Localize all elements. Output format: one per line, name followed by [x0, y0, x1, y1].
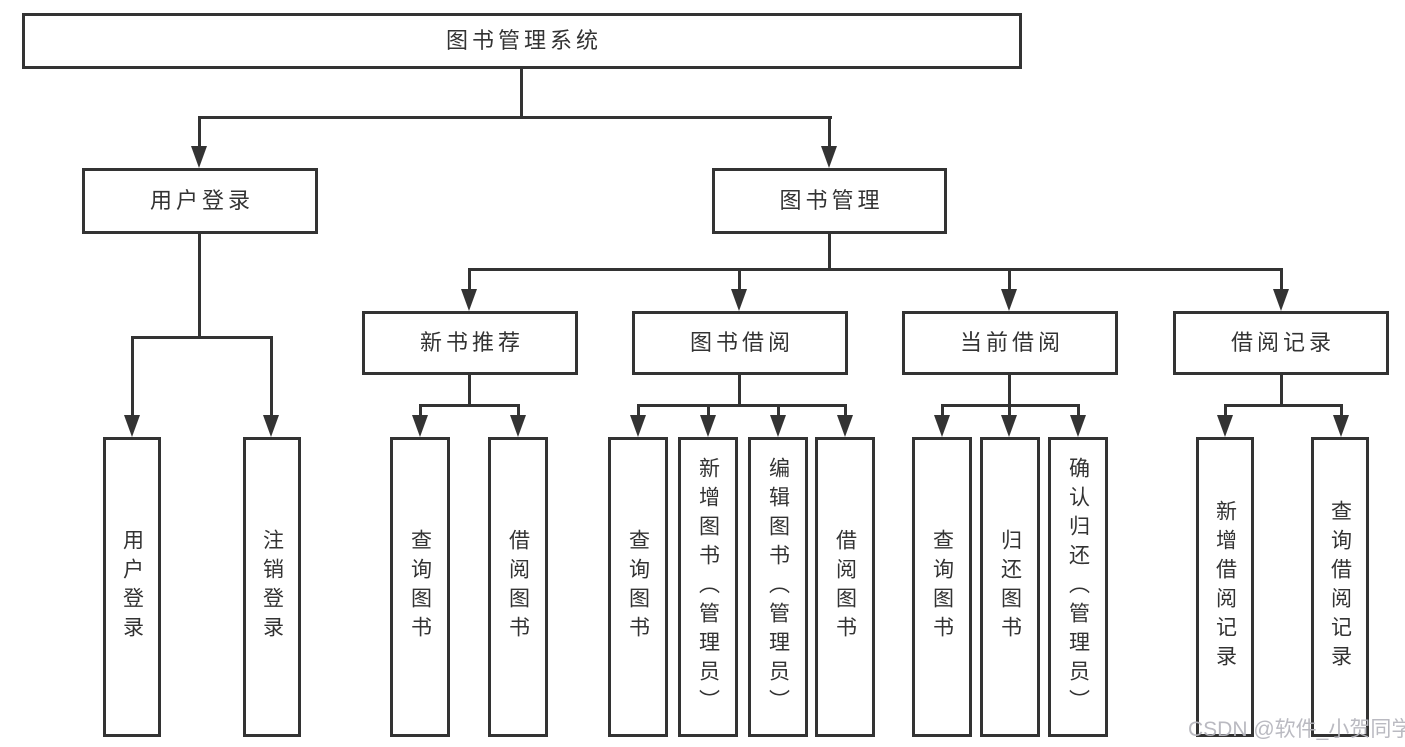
connector-line — [1224, 404, 1343, 407]
node-new-book-recommend-label: 新书推荐 — [419, 330, 524, 355]
connector-line — [468, 375, 471, 406]
leaf-edit-book-admin-label: 编辑图书（管理员） — [766, 456, 790, 718]
leaf-borrow-book-label: 借阅图书 — [833, 529, 857, 645]
leaf-logout: 注销登录 — [243, 437, 301, 737]
node-user-login-label: 用户登录 — [149, 188, 254, 213]
node-new-book-recommend: 新书推荐 — [362, 311, 578, 375]
leaf-query-book-current: 查询图书 — [912, 437, 972, 737]
leaf-confirm-return-admin-label: 确认归还（管理员） — [1066, 456, 1090, 718]
leaf-add-borrow-record-label: 新增借阅记录 — [1213, 500, 1237, 674]
arrow-down-icon — [630, 415, 646, 437]
connector-line — [777, 404, 780, 417]
leaf-query-borrow-record-label: 查询借阅记录 — [1328, 500, 1352, 674]
leaf-add-book-admin: 新增图书（管理员） — [678, 437, 738, 737]
arrow-down-icon — [1070, 415, 1086, 437]
arrow-down-icon — [191, 146, 207, 168]
connector-line — [419, 404, 520, 407]
leaf-user-login: 用户登录 — [103, 437, 161, 737]
connector-line — [738, 375, 741, 406]
arrow-down-icon — [124, 415, 140, 437]
connector-line — [198, 116, 201, 148]
arrow-down-icon — [1273, 289, 1289, 311]
leaf-query-book-newbook-label: 查询图书 — [408, 529, 432, 645]
leaf-edit-book-admin: 编辑图书（管理员） — [748, 437, 808, 737]
connector-line — [1008, 268, 1011, 291]
node-borrow-record: 借阅记录 — [1173, 311, 1389, 375]
connector-line — [637, 404, 847, 407]
node-current-borrow: 当前借阅 — [902, 311, 1118, 375]
connector-line — [520, 69, 523, 118]
connector-line — [1224, 404, 1227, 417]
connector-line — [198, 234, 201, 336]
leaf-borrow-book: 借阅图书 — [815, 437, 875, 737]
node-book-borrow: 图书借阅 — [632, 311, 848, 375]
arrow-down-icon — [412, 415, 428, 437]
leaf-logout-label: 注销登录 — [260, 529, 284, 645]
arrow-down-icon — [263, 415, 279, 437]
node-current-borrow-label: 当前借阅 — [959, 330, 1064, 355]
connector-line — [517, 404, 520, 417]
arrow-down-icon — [1001, 415, 1017, 437]
arrow-down-icon — [821, 146, 837, 168]
connector-line — [1280, 375, 1283, 406]
arrow-down-icon — [837, 415, 853, 437]
connector-line — [1008, 375, 1011, 406]
connector-line — [738, 268, 741, 291]
leaf-user-login-label: 用户登录 — [120, 529, 144, 645]
node-book-management-label: 图书管理 — [779, 188, 884, 213]
leaf-borrow-book-newbook-label: 借阅图书 — [506, 529, 530, 645]
arrow-down-icon — [770, 415, 786, 437]
connector-line — [1008, 404, 1011, 417]
arrow-down-icon — [461, 289, 477, 311]
node-library-system-label: 图书管理系统 — [445, 28, 602, 53]
connector-line — [828, 234, 831, 270]
leaf-query-book-current-label: 查询图书 — [930, 529, 954, 645]
leaf-confirm-return-admin: 确认归还（管理员） — [1048, 437, 1108, 737]
connector-line — [198, 116, 832, 119]
connector-line — [941, 404, 944, 417]
connector-line — [1077, 404, 1080, 417]
node-book-borrow-label: 图书借阅 — [689, 330, 794, 355]
leaf-add-borrow-record: 新增借阅记录 — [1196, 437, 1254, 737]
connector-line — [270, 336, 273, 416]
connector-line — [1340, 404, 1343, 417]
leaf-return-book: 归还图书 — [980, 437, 1040, 737]
leaf-query-borrow-record: 查询借阅记录 — [1311, 437, 1369, 737]
leaf-query-book-newbook: 查询图书 — [390, 437, 450, 737]
connector-line — [844, 404, 847, 417]
connector-line — [828, 116, 831, 148]
arrow-down-icon — [700, 415, 716, 437]
csdn-watermark: CSDN @软件_小贺同学 — [1188, 718, 1405, 741]
connector-line — [131, 336, 134, 416]
node-book-management: 图书管理 — [712, 168, 947, 234]
node-user-login: 用户登录 — [82, 168, 318, 234]
connector-line — [637, 404, 640, 417]
connector-line — [131, 336, 273, 339]
leaf-return-book-label: 归还图书 — [998, 529, 1022, 645]
leaf-borrow-book-newbook: 借阅图书 — [488, 437, 548, 737]
connector-line — [468, 268, 471, 291]
leaf-query-book-borrow: 查询图书 — [608, 437, 668, 737]
connector-line — [707, 404, 710, 417]
connector-line — [468, 268, 1283, 271]
arrow-down-icon — [934, 415, 950, 437]
node-library-system: 图书管理系统 — [22, 13, 1022, 69]
leaf-query-book-borrow-label: 查询图书 — [626, 529, 650, 645]
connector-line — [419, 404, 422, 417]
arrow-down-icon — [731, 289, 747, 311]
node-borrow-record-label: 借阅记录 — [1230, 330, 1335, 355]
arrow-down-icon — [510, 415, 526, 437]
arrow-down-icon — [1333, 415, 1349, 437]
connector-line — [1280, 268, 1283, 291]
arrow-down-icon — [1001, 289, 1017, 311]
leaf-add-book-admin-label: 新增图书（管理员） — [696, 456, 720, 718]
arrow-down-icon — [1217, 415, 1233, 437]
